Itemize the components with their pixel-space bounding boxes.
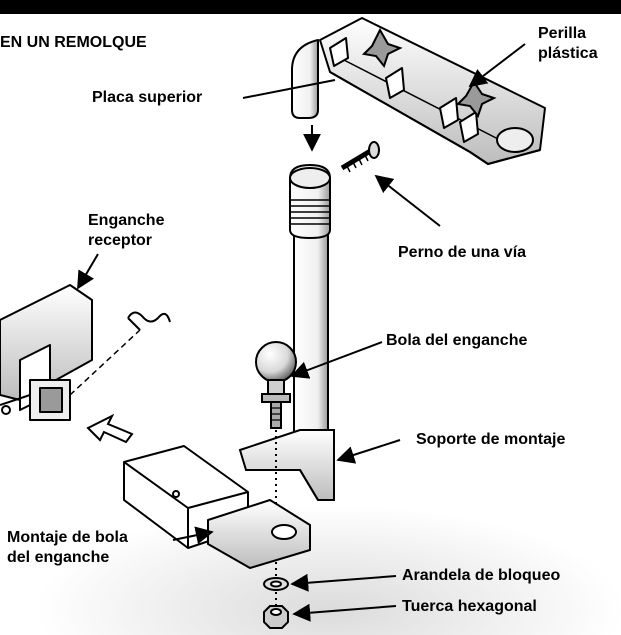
one-way-bolt (340, 141, 380, 173)
lock-washer (263, 577, 289, 591)
label-one-way-bolt: Perno de una vía (398, 244, 527, 261)
hitch-ball (255, 341, 297, 429)
hex-nut (263, 605, 289, 629)
top-plate (291, 17, 546, 165)
label-hex-nut: Tuerca hexagonal (402, 598, 537, 615)
leader-lines (77, 43, 526, 622)
label-lock-washer: Arandela de bloqueo (402, 567, 561, 584)
label-receiver-hitch: Enganche receptor (88, 212, 165, 249)
receiver-hitch (0, 284, 93, 421)
hitch-pin-clip (127, 311, 171, 331)
header-title: EN UN REMOLQUE (0, 34, 147, 51)
label-mounting-bracket: Soporte de montaje (416, 431, 566, 448)
mast-pole (289, 163, 331, 461)
label-ball-mount: Montaje de bola del enganche (7, 529, 128, 566)
plastic-knob-left (361, 27, 403, 69)
receiver-dashed-line (69, 329, 141, 396)
label-plastic-knob: Perilla plástica (538, 25, 598, 62)
label-top-plate: Placa superior (92, 89, 203, 106)
mounting-bracket (238, 429, 335, 501)
insert-arrow (86, 413, 134, 444)
label-hitch-ball: Bola del enganche (386, 332, 528, 349)
ball-mount-bar (123, 445, 311, 569)
